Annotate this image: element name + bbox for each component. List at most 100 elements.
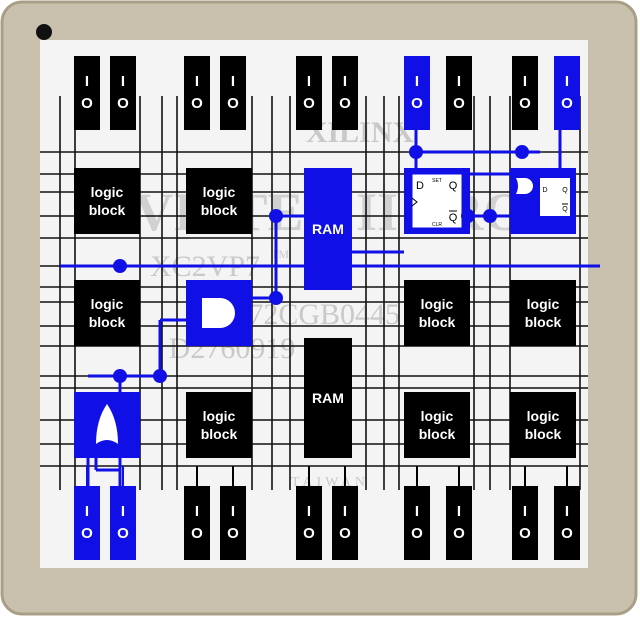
block-logic-r2-c1: logicblock <box>74 280 140 346</box>
block-ram-top: RAM <box>304 168 352 290</box>
io-label-i: I <box>565 503 569 520</box>
ff-set-label: SET <box>432 178 442 184</box>
junction-dot-3 <box>483 209 497 223</box>
io-label-o: O <box>227 525 239 542</box>
io-pad-body <box>220 56 246 130</box>
io-pad-body <box>554 56 580 130</box>
logic-label-1: logic <box>421 408 454 424</box>
io-label-i: I <box>231 73 235 90</box>
junction-dot-4 <box>461 209 475 223</box>
io-label-o: O <box>519 525 531 542</box>
ff-q-label: Q <box>449 180 458 192</box>
logic-body <box>74 168 140 234</box>
ff-q-label: Q <box>562 187 568 194</box>
junction-dot-2 <box>515 145 529 159</box>
block-logic-r1-c2: logic block <box>186 168 252 234</box>
io-pad-body <box>332 56 358 130</box>
block-logic-r1-c1: logic block <box>74 168 140 234</box>
io-label-o: O <box>561 95 573 112</box>
logic-body <box>510 392 576 458</box>
io-label-i: I <box>85 503 89 520</box>
io-label-i: I <box>121 73 125 90</box>
io-label-i: I <box>415 503 419 520</box>
io-label-o: O <box>561 525 573 542</box>
logic-label-1: logic <box>91 184 124 200</box>
junction-dot-5 <box>269 209 283 223</box>
io-label-o: O <box>519 95 531 112</box>
block-logic-r3-c2: logicblock <box>186 392 252 458</box>
logic-body <box>186 392 252 458</box>
io-pad-top-2: IO <box>110 56 136 130</box>
io-label-o: O <box>227 95 239 112</box>
ff-clr-label: CLR <box>432 222 442 228</box>
io-pad-top-5: IO <box>296 56 322 130</box>
io-label-o: O <box>411 525 423 542</box>
io-label-o: O <box>117 525 129 542</box>
logic-label-2: block <box>201 202 238 218</box>
io-pad-body <box>220 486 246 560</box>
io-label-i: I <box>523 503 527 520</box>
logic-body <box>186 168 252 234</box>
block-or-gate-r3-c1 <box>74 392 140 458</box>
logic-label-2: block <box>89 202 126 218</box>
junction-dot-1 <box>409 145 423 159</box>
junction-dot-6 <box>269 291 283 305</box>
io-pad-body <box>110 56 136 130</box>
io-pad-top-1: IO <box>74 56 100 130</box>
io-pad-body <box>74 486 100 560</box>
logic-label-1: logic <box>421 296 454 312</box>
and-gate-symbol <box>202 298 235 328</box>
io-label-i: I <box>307 73 311 90</box>
io-pad-top-9: IO <box>512 56 538 130</box>
block-ram-bottom: RAM <box>304 338 352 458</box>
io-label-o: O <box>81 525 93 542</box>
mini-or-gate-symbol <box>516 178 533 194</box>
block-flipflop-r1-c4: DQQSETCLR <box>404 168 470 234</box>
ff-d-label: D <box>542 187 547 194</box>
block-logic-r2-c5: logicblock <box>510 280 576 346</box>
io-label-o: O <box>117 95 129 112</box>
ram-label: RAM <box>312 390 344 406</box>
io-label-i: I <box>195 73 199 90</box>
block-logic-r3-c5: logic block <box>510 392 576 458</box>
logic-label-1: logic <box>203 184 236 200</box>
io-label-i: I <box>565 73 569 90</box>
io-label-i: I <box>85 73 89 90</box>
io-label-i: I <box>307 503 311 520</box>
io-pad-body <box>446 56 472 130</box>
io-pad-body <box>404 56 430 130</box>
logic-label-2: block <box>419 314 456 330</box>
io-label-o: O <box>191 525 203 542</box>
logic-body <box>404 392 470 458</box>
io-pad-body <box>404 486 430 560</box>
io-label-i: I <box>457 73 461 90</box>
io-pad-body <box>554 486 580 560</box>
logic-label-2: block <box>419 426 456 442</box>
logic-label-2: block <box>525 426 562 442</box>
logic-label-2: block <box>201 426 238 442</box>
io-label-i: I <box>523 73 527 90</box>
io-pad-body <box>296 56 322 130</box>
ff-qbar-label: Q <box>562 206 568 213</box>
io-pad-top-10: IO <box>554 56 580 130</box>
io-pad-body <box>446 486 472 560</box>
logic-label-1: logic <box>527 408 560 424</box>
ram-label: RAM <box>312 221 344 237</box>
logic-body <box>404 280 470 346</box>
ff-d-label: D <box>416 180 424 192</box>
io-label-i: I <box>121 503 125 520</box>
io-label-o: O <box>303 525 315 542</box>
io-pad-body <box>110 486 136 560</box>
io-label-o: O <box>453 525 465 542</box>
io-label-o: O <box>339 95 351 112</box>
io-label-i: I <box>195 503 199 520</box>
logic-label-2: block <box>525 314 562 330</box>
block-and-gate-r2-c2 <box>186 280 252 346</box>
io-pad-top-8: IO <box>446 56 472 130</box>
logic-body <box>74 280 140 346</box>
logic-label-2: block <box>89 314 126 330</box>
io-label-o: O <box>191 95 203 112</box>
io-pad-body <box>512 486 538 560</box>
io-pad-body <box>74 56 100 130</box>
